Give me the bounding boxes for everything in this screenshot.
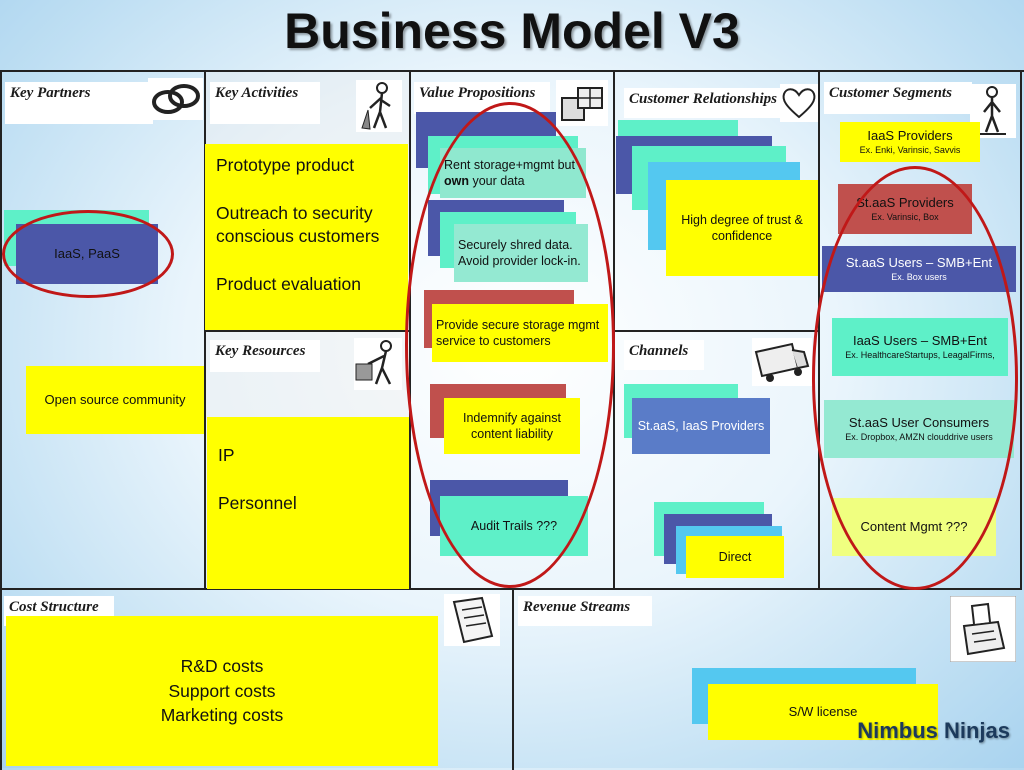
key-resources-note [207,417,409,589]
cash-register-icon [949,595,1017,667]
key-activities-header: Key Activities [210,82,320,124]
resource-item: Personnel [218,492,297,513]
channel-providers-note: St.aaS, IaaS Providers [632,398,770,454]
key-resources-list: IP Personnel [218,444,398,539]
revenue-streams-header: Revenue Streams [518,596,652,626]
activity-item: Outreach to security conscious customers [216,202,380,247]
grid-line [0,588,2,770]
brand-name: Nimbus Ninjas [857,718,1010,743]
customer-relationships-header: Customer Relationships [624,88,794,118]
segment-title: IaaS Providers [867,128,953,144]
grid-line [0,72,2,590]
cost-item: R&D costs [180,656,264,677]
activity-item: Prototype product [216,155,355,175]
cost-structure-note: R&D costs Support costs Marketing costs [6,616,438,766]
highlight-oval [812,166,1018,590]
customer-segments-header: Customer Segments [824,82,972,114]
price-tag-icon [444,594,500,651]
value-propositions-header: Value Propositions [414,82,550,114]
page-title: Business Model V3 [284,3,740,59]
worker-mopping-icon [356,80,402,137]
key-resources-header: Key Resources [210,340,320,372]
grid-line [204,330,411,332]
open-source-note: Open source community [26,366,204,434]
cost-item: Support costs [168,680,276,701]
worker-pushing-icon [354,338,402,395]
grid-line [512,588,514,770]
cost-item: Marketing costs [160,705,284,726]
business-model-canvas: Key Partners IaaS, PaaS Open source comm… [0,70,1024,770]
grid-line [613,330,820,332]
highlight-oval [2,210,174,298]
grid-line [0,588,1022,590]
linked-rings-icon [148,78,203,125]
grid-line [1020,72,1022,590]
key-partners-header: Key Partners [5,82,153,124]
segment-example: Ex. Enki, Varinsic, Savvis [859,145,961,156]
cr-trust-note: High degree of trust & confidence [666,180,818,276]
channel-direct-note: Direct [686,536,784,578]
key-activities-note [205,144,408,330]
resource-item: IP [218,445,235,465]
channels-header: Channels [624,340,704,370]
highlight-oval [405,102,615,588]
activity-item: Product evaluation [216,273,361,294]
revenue-license-note: S/W license [708,684,938,740]
gift-boxes-icon [556,80,608,131]
heart-icon [780,84,818,127]
key-activities-list: Prototype product Outreach to security c… [216,154,408,321]
delivery-truck-icon [752,338,812,391]
